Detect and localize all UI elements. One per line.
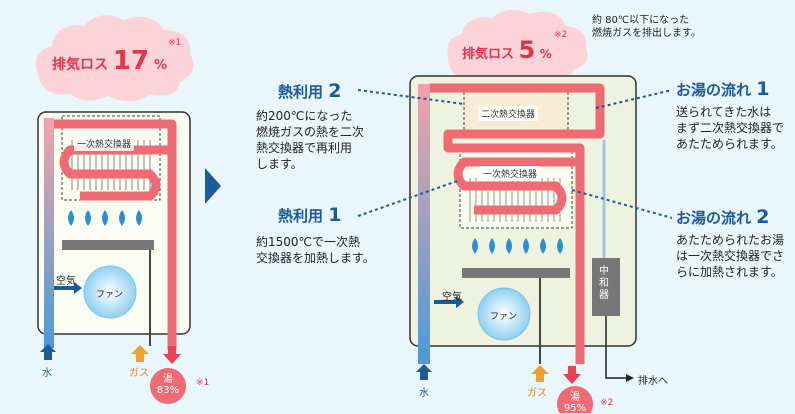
flow-1-line: まず二次熱交換器で [676,121,785,135]
right-neutralizer [592,258,620,316]
right-hot-label: 湯 [570,392,580,403]
left-hot-arrow [163,346,181,364]
left-hot-text: 湯 83% [154,374,182,396]
right-fan [477,287,531,341]
right-gas-label: ガス [527,388,547,399]
left-hx-label: 一次熱交換器 [74,136,135,151]
right-hot-arrow [563,366,581,384]
right-loss-label: 排気ロス 5 % [462,36,552,64]
exhaust-note-line: 燃焼ガスを排出します。 [592,28,701,39]
flow-2-body: あたためられたお湯 は一次熱交換器でさ らに加熱されます。 [676,232,784,280]
left-cloud [35,15,194,102]
left-fan-label: ファン [96,290,124,300]
flow-1-label: お湯の流れ [676,81,752,99]
right-loss-value: 5 [518,36,536,64]
right-fan-label: ファン [490,312,518,322]
exhaust-note: 約 80℃以下になった 燃焼ガスを排出します。 [592,14,701,40]
left-gas-label: ガス [129,368,149,379]
right-flames [472,238,563,254]
heat-use-2-line: 約200℃になった [256,109,353,123]
left-flames [68,210,142,226]
left-loss-value: 17 [112,46,150,76]
transition-arrow [205,168,221,204]
secondary-hx-label: 二次熱交換器 [478,106,539,121]
heat-use-1-title: 熱利用 1 [278,204,341,226]
flow-1-num: 1 [756,78,770,100]
left-loss-unit: % [153,58,167,73]
flow-1-title: お湯の流れ 1 [676,78,769,100]
left-loss-prefix: 排気ロス [52,57,108,73]
heat-use-1-body: 約1500℃で一次熱 交換器を加熱します。 [256,234,375,266]
left-heat-coil [54,119,177,350]
right-water-arrow [416,364,432,380]
flow-2-label: お湯の流れ [676,209,752,227]
right-hot-note: ※2 [600,398,614,408]
flow-2-num: 2 [756,206,770,228]
flow-2-line: らに加熱されます。 [676,265,783,279]
right-heat-coil [430,83,605,364]
neutralizer-label: 中和器 [599,266,609,301]
right-loss-prefix: 排気ロス [462,47,515,62]
left-hot-note: ※1 [196,378,210,388]
flow-2-line: は一次熱交換器でさ [676,249,785,263]
flow-2-title: お湯の流れ 2 [676,206,769,228]
right-loss-note: ※2 [554,30,568,40]
left-air-arrow [54,282,82,294]
right-hot-value: 95% [563,403,587,414]
heat-use-1-num: 1 [328,204,342,226]
right-gas-arrow [531,365,549,382]
left-hot-circle [150,368,186,404]
primary-hx-label: 一次熱交換器 [480,166,541,181]
heat-use-2-line: 燃焼ガスの熱を二次 [256,125,365,139]
right-drain-arrow [626,374,634,382]
flow-1-line: 送られてきた水は [676,105,772,119]
heat-use-2-title: 熱利用 2 [278,80,341,102]
right-drain-line [605,316,626,379]
heat-use-1-line: 交換器を加熱します。 [256,251,375,265]
exhaust-note-line: 約 80℃以下になった [592,15,690,26]
right-burner-bar [462,268,570,278]
right-cloud [447,9,588,87]
flow-1-line: あたためられます。 [676,137,783,151]
left-hot-label: 湯 [163,374,173,385]
left-gas-arrow [131,345,149,362]
left-air-label: 空気 [56,276,76,287]
heat-use-2-label: 熱利用 [278,83,324,101]
right-air-arrow [434,296,464,308]
left-water-pipe [44,118,54,348]
left-fan [83,265,137,319]
heat-use-2-line: 熱交換器で再利用 [256,141,353,155]
left-loss-label: 排気ロス 17 % [52,46,167,76]
heat-use-2-num: 2 [328,80,342,102]
leader-lines [357,89,673,219]
left-water-arrow [40,344,56,360]
left-burner-bar [62,240,154,250]
left-loss-note: ※1 [168,38,182,48]
left-hot-value: 83% [156,385,180,396]
heat-use-2-line: します。 [256,157,303,171]
right-hot-circle [557,386,593,413]
left-heater-body [37,111,191,335]
right-hot-text: 湯 95% [561,392,589,414]
right-air-label: 空気 [442,292,462,303]
drain-label: 排水へ [638,376,668,387]
flow-1-body: 送られてきた水は まず二次熱交換器で あたためられます。 [676,104,784,152]
right-water-label: 水 [419,388,429,399]
heat-use-1-label: 熱利用 [278,207,324,225]
flow-2-line: あたためられたお湯 [676,233,785,247]
heat-use-2-body: 約200℃になった 燃焼ガスの熱を二次 熱交換器で再利用 します。 [256,108,364,172]
right-loss-unit: % [539,47,552,61]
left-water-label: 水 [42,368,52,379]
heat-use-1-line: 約1500℃で一次熱 [256,235,361,249]
right-water-pipe [418,84,430,364]
